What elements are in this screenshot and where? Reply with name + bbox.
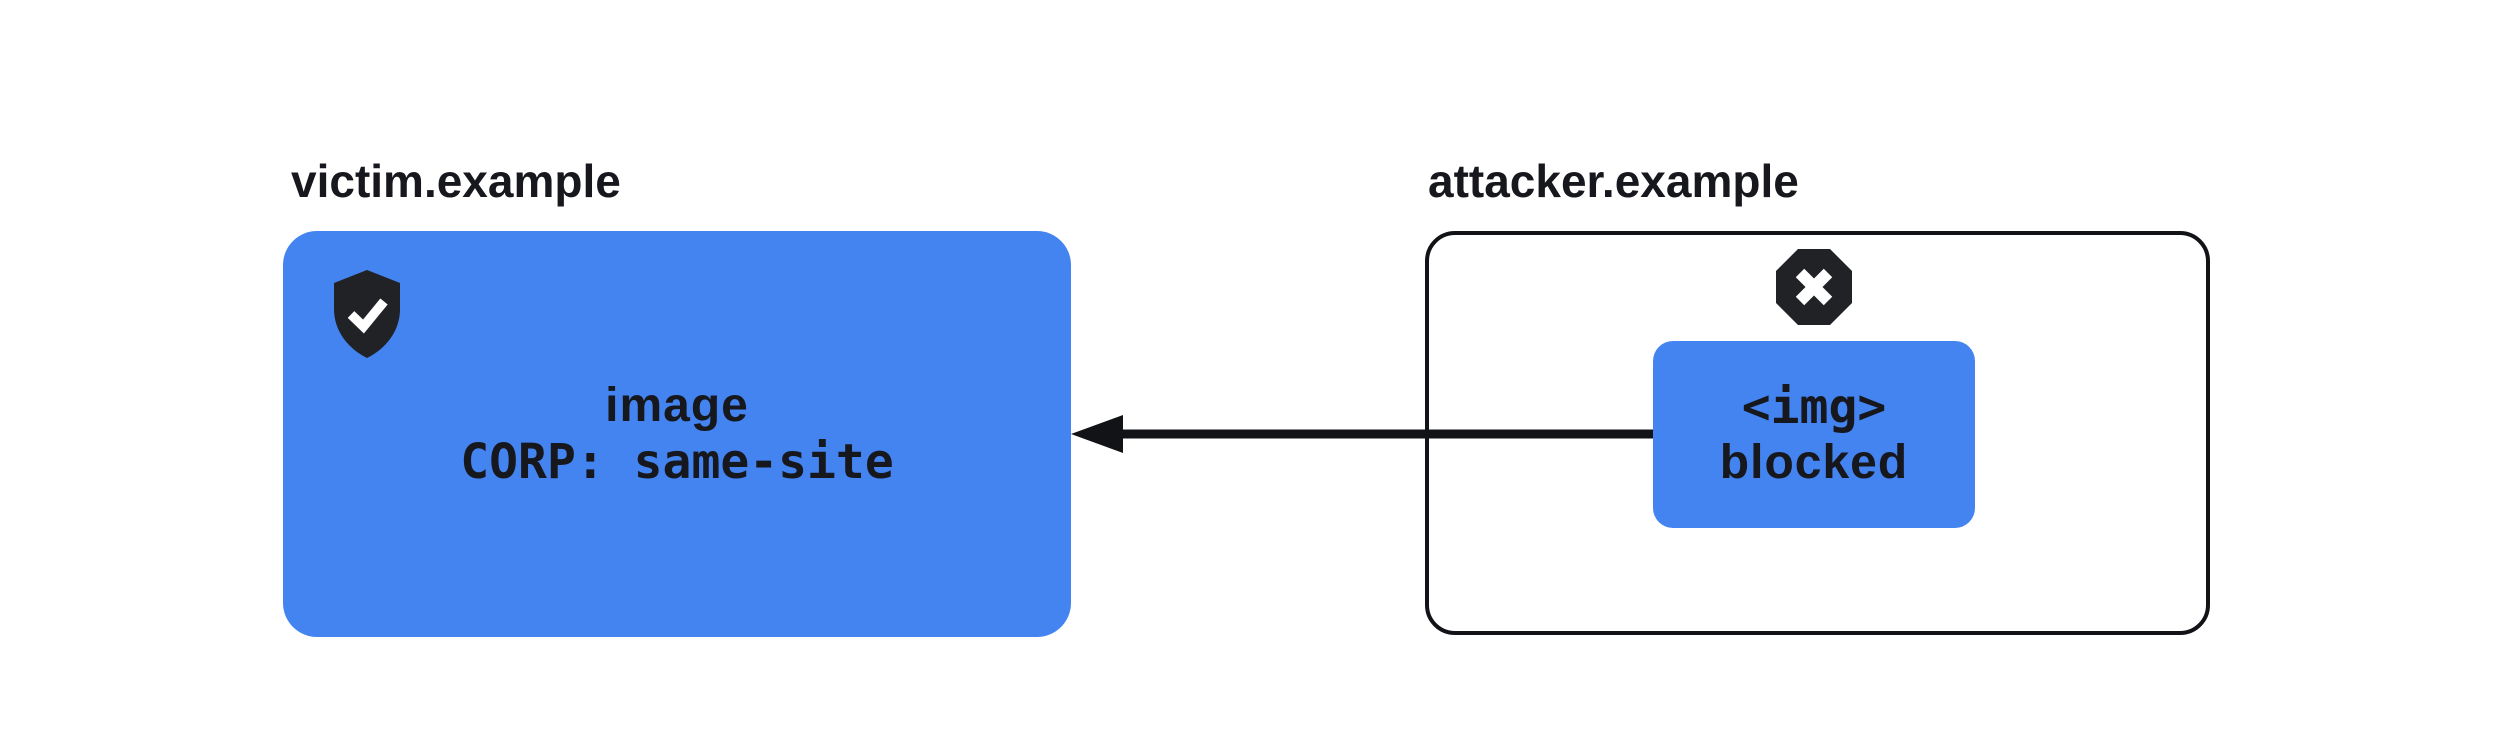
blocked-status-text: blocked: [1719, 435, 1909, 489]
resource-type-text: image: [605, 379, 749, 432]
victim-origin-label: victim.example: [291, 155, 621, 207]
blocked-request-arrow: [1071, 415, 1653, 453]
attacker-origin-label: attacker.example: [1428, 155, 1799, 207]
victim-resource-box: image CORP: same-site: [283, 231, 1071, 637]
img-tag-text: <img>: [1741, 378, 1887, 435]
corp-header-text: CORP: same-site: [460, 434, 894, 490]
blocked-octagon-icon: [1776, 249, 1852, 325]
img-embed-box: <img> blocked: [1653, 341, 1975, 528]
shield-check-icon: [334, 270, 400, 358]
resource-box-text: image CORP: same-site: [460, 378, 893, 490]
